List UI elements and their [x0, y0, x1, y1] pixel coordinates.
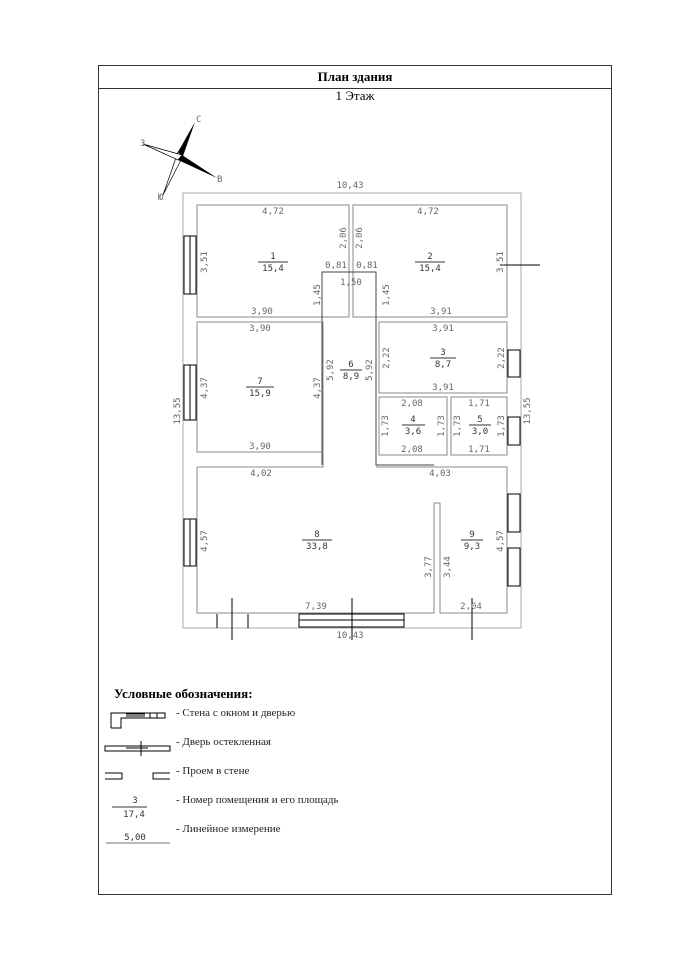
svg-text:4: 4 — [410, 415, 415, 425]
svg-text:4,57: 4,57 — [496, 530, 506, 552]
svg-text:7: 7 — [257, 377, 262, 387]
legend-symbols — [104, 712, 171, 844]
svg-text:1,73: 1,73 — [381, 415, 391, 437]
svg-text:0,81: 0,81 — [356, 261, 378, 271]
svg-text:3: 3 — [132, 796, 137, 806]
dim-total-left: 13,55 — [173, 397, 183, 424]
room-9: 99,3 — [461, 530, 483, 552]
room-3: 38,7 — [430, 348, 456, 370]
svg-text:3,90: 3,90 — [249, 324, 271, 334]
windows — [183, 235, 540, 640]
svg-text:4,72: 4,72 — [417, 207, 439, 217]
room-8: 833,8 — [302, 530, 332, 552]
svg-text:1,73: 1,73 — [437, 415, 447, 437]
svg-text:3,90: 3,90 — [251, 307, 273, 317]
svg-text:1,71: 1,71 — [468, 399, 490, 409]
plan-frame: План здания 1 Этаж — [98, 65, 612, 895]
svg-text:3,51: 3,51 — [496, 251, 506, 273]
svg-text:4,02: 4,02 — [250, 469, 272, 479]
svg-text:2,22: 2,22 — [382, 347, 392, 369]
svg-text:7,39: 7,39 — [305, 602, 327, 612]
svg-text:17,4: 17,4 — [123, 810, 145, 820]
svg-text:1,45: 1,45 — [313, 284, 323, 306]
page-title: План здания — [99, 66, 611, 89]
legend-samples: 3 17,4 5,00 — [123, 796, 146, 843]
svg-text:8,9: 8,9 — [343, 372, 359, 382]
svg-text:2,06: 2,06 — [339, 227, 349, 249]
svg-text:15,4: 15,4 — [262, 264, 284, 274]
compass-icon: С З В Ю — [140, 115, 222, 203]
room-6: 68,9 — [340, 360, 362, 382]
svg-text:1: 1 — [270, 252, 275, 262]
room-5: 53,0 — [469, 415, 491, 437]
svg-text:6: 6 — [348, 360, 353, 370]
dim-total-bottom: 10,43 — [336, 631, 363, 641]
legend-item-room-number-area: - Номер помещения и его площадь — [176, 794, 339, 806]
svg-text:2,08: 2,08 — [401, 445, 423, 455]
svg-text:1,71: 1,71 — [468, 445, 490, 455]
room-labels: 115,4 215,4 38,7 43,6 53,0 68,9 715,9 83… — [246, 252, 491, 552]
svg-text:2,04: 2,04 — [460, 602, 482, 612]
svg-text:3,51: 3,51 — [200, 251, 210, 273]
svg-text:5,92: 5,92 — [326, 359, 336, 381]
walls — [182, 192, 522, 629]
svg-text:1,45: 1,45 — [382, 284, 392, 306]
legend-item-linear-dimension: - Линейное измерение — [176, 823, 281, 835]
svg-text:3,91: 3,91 — [432, 383, 454, 393]
dim-total-right: 13,55 — [523, 397, 533, 424]
room-4: 43,6 — [402, 415, 425, 437]
svg-text:В: В — [217, 175, 222, 185]
svg-text:5: 5 — [477, 415, 482, 425]
svg-text:9: 9 — [469, 530, 474, 540]
svg-text:Ю: Ю — [158, 193, 164, 203]
svg-text:4,37: 4,37 — [313, 377, 323, 399]
svg-text:3,77: 3,77 — [424, 556, 434, 578]
svg-text:2,06: 2,06 — [355, 227, 365, 249]
dimension-labels: 10,43 10,43 13,55 13,55 4,72 3,90 3,51 2… — [173, 181, 533, 641]
svg-text:4,37: 4,37 — [200, 377, 210, 399]
floor-label: 1 Этаж — [335, 88, 375, 103]
svg-text:2,22: 2,22 — [497, 347, 507, 369]
svg-text:3,91: 3,91 — [430, 307, 452, 317]
legend-item-wall-opening: - Проем в стене — [176, 765, 250, 777]
dim-total-top: 10,43 — [336, 181, 363, 191]
svg-text:3,6: 3,6 — [405, 427, 421, 437]
svg-text:4,72: 4,72 — [262, 207, 284, 217]
svg-text:3,0: 3,0 — [472, 427, 488, 437]
svg-text:8,7: 8,7 — [435, 360, 451, 370]
svg-text:15,4: 15,4 — [419, 264, 441, 274]
svg-text:5,00: 5,00 — [124, 833, 146, 843]
svg-text:2,08: 2,08 — [401, 399, 423, 409]
svg-text:3,90: 3,90 — [249, 442, 271, 452]
legend-item-wall-window-door: - Стена с окном и дверью — [176, 707, 296, 719]
svg-text:1,73: 1,73 — [453, 415, 463, 437]
svg-text:5,92: 5,92 — [365, 359, 375, 381]
svg-text:0,81: 0,81 — [325, 261, 347, 271]
svg-text:З: З — [140, 139, 145, 149]
svg-text:4,57: 4,57 — [200, 530, 210, 552]
svg-text:15,9: 15,9 — [249, 389, 271, 399]
room-7: 715,9 — [246, 377, 274, 399]
svg-text:3,44: 3,44 — [443, 556, 453, 578]
legend-item-glazed-door: - Дверь остекленная — [176, 736, 271, 748]
svg-text:3: 3 — [440, 348, 445, 358]
svg-text:2: 2 — [427, 252, 432, 262]
room-2: 215,4 — [415, 252, 445, 274]
svg-text:4,03: 4,03 — [429, 469, 451, 479]
svg-text:1,73: 1,73 — [497, 415, 507, 437]
svg-text:3,91: 3,91 — [432, 324, 454, 334]
svg-text:9,3: 9,3 — [464, 542, 480, 552]
legend-title: Условные обозначения: — [114, 686, 253, 701]
svg-text:С: С — [196, 115, 201, 125]
svg-text:33,8: 33,8 — [306, 542, 328, 552]
svg-text:8: 8 — [314, 530, 319, 540]
svg-text:1,50: 1,50 — [340, 278, 362, 288]
room-1: 115,4 — [258, 252, 288, 274]
